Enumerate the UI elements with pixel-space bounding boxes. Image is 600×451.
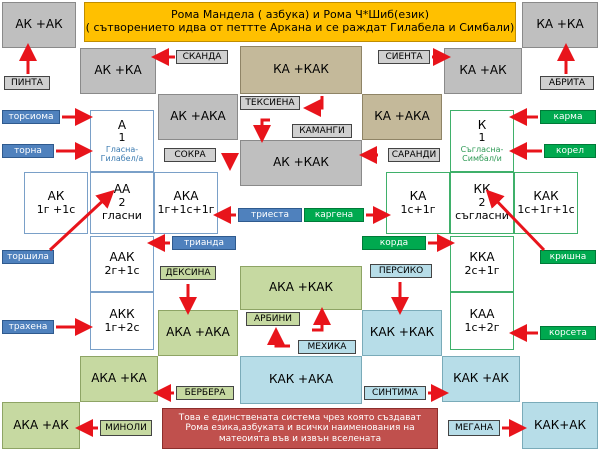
tag-sarandi: САРАНДИ — [388, 148, 440, 162]
arrow-torshila — [48, 189, 115, 252]
block-r6-left: АКА +АКА — [158, 310, 238, 356]
card-aka-letter: АКА — [173, 188, 199, 203]
card-kak: КАК 1с+1г+1с — [514, 172, 578, 234]
card-a-letter: А — [117, 117, 127, 132]
block-r1-mid: КА +КАК — [240, 46, 362, 94]
tag-arbini: АРБИНИ — [246, 312, 300, 326]
tag-sintima: СИНТИМА — [364, 386, 426, 400]
arrow-teksiena — [303, 96, 324, 117]
tag-mehika: МЕХИКА — [298, 340, 356, 354]
card-ak-letter: АК — [47, 188, 65, 203]
tag-torsioma: торсиома — [2, 110, 60, 124]
tag-minoli: МИНОЛИ — [100, 420, 152, 436]
card-kka: ККА 2с+1г — [450, 236, 514, 292]
card-kk-num: 2 — [478, 196, 486, 210]
block-r2-left: АК +АКА — [158, 94, 238, 140]
card-k-num: 1 — [478, 131, 486, 145]
block-r5-mid: АКА +КАК — [240, 266, 362, 310]
description-box: Това е единствената система чрез която с… — [162, 408, 438, 449]
block-r6-right: КАК +КАК — [362, 310, 442, 356]
card-kk-sub: съгласни — [455, 208, 509, 222]
tag-megana: МЕГАНА — [448, 420, 500, 436]
card-ka-val: 1с+1г — [400, 202, 436, 216]
tag-korseta: корсета — [540, 326, 596, 340]
tag-trianda: трианда — [172, 236, 236, 250]
block-top-left: АК +АК — [2, 2, 76, 48]
block-top-right: КА +КА — [522, 2, 598, 48]
card-akk-letter: АКК — [109, 306, 135, 321]
arrow-arbini — [312, 307, 331, 332]
card-aa-letter: АА — [113, 182, 131, 197]
card-aka: АКА 1г+1с+1г — [154, 172, 218, 234]
tag-sienta: СИЕНТА — [378, 50, 430, 64]
tag-kargena: каргена — [304, 208, 364, 222]
tag-triesta: триеста — [238, 208, 302, 222]
card-ak-val: 1г +1с — [36, 202, 76, 216]
arrow-mehika — [267, 327, 290, 348]
card-ka-letter: КА — [409, 188, 427, 203]
card-a-num: 1 — [118, 131, 126, 145]
arrow-kamangi — [253, 118, 271, 143]
card-aka-val: 1г+1с+1г — [157, 202, 215, 216]
card-aa-num: 2 — [118, 196, 126, 210]
card-kaa-val: 1с+2г — [464, 320, 500, 334]
tag-abrita: АБРИТА — [540, 76, 594, 90]
tag-deksina: ДЕКСИНА — [160, 266, 216, 280]
block-r1-right: КА +АК — [444, 48, 522, 94]
card-akk-val: 1г+2с — [104, 320, 140, 334]
card-k-sub: Съгласна-Симбал/и — [460, 145, 504, 164]
card-akk: АКК 1г+2с — [90, 292, 154, 350]
block-r1-left: АК +КА — [80, 48, 156, 94]
tag-skanda: СКАНДА — [176, 50, 228, 64]
block-r2-right: КА +АКА — [362, 94, 442, 140]
card-kka-letter: ККА — [469, 249, 495, 264]
card-aak-val: 2г+1с — [104, 263, 140, 277]
card-aak-letter: ААК — [109, 249, 135, 264]
tag-pinta: ПИНТА — [4, 76, 50, 90]
block-bottom-left: АКА +АК — [2, 402, 80, 449]
card-a-sub: Гласна-Гилабел/а — [100, 145, 144, 164]
tag-karma: карма — [540, 110, 596, 124]
tag-sokra: СОКРА — [164, 148, 216, 162]
page-title: Рома Мандела ( азбука) и Рома Ч*Шиб(език… — [84, 2, 516, 42]
tag-korel: корел — [544, 144, 596, 158]
tag-kamangi: КАМАНГИ — [292, 124, 352, 138]
card-ka: КА 1с+1г — [386, 172, 450, 234]
tag-krishna: кришна — [540, 250, 596, 264]
tag-persiko: ПЕРСИКО — [370, 264, 432, 278]
card-kaa: КАА 1с+2г — [450, 292, 514, 350]
tag-berbera: БЕРБЕРА — [176, 386, 234, 400]
block-r3-mid: АК +КАК — [240, 140, 362, 186]
card-kka-val: 2с+1г — [464, 263, 500, 277]
tag-torshila: торшила — [2, 250, 54, 264]
tag-teksiena: ТЕКСИЕНА — [240, 96, 300, 110]
card-a: А 1 Гласна-Гилабел/а — [90, 110, 154, 172]
card-k-letter: К — [477, 117, 487, 132]
card-kak-val: 1с+1г+1с — [517, 202, 575, 216]
tag-trahena: трахена — [2, 320, 54, 334]
card-kak-letter: КАК — [533, 188, 559, 203]
card-aak: ААК 2г+1с — [90, 236, 154, 292]
block-r7-right: КАК +АК — [442, 356, 520, 402]
tag-torna: торна — [2, 144, 54, 158]
tag-korda: корда — [362, 236, 426, 250]
block-r7-left: АКА +КА — [80, 356, 158, 402]
card-aa-sub: гласни — [102, 208, 142, 222]
card-k: К 1 Съгласна-Симбал/и — [450, 110, 514, 172]
card-kaa-letter: КАА — [469, 306, 495, 321]
arrow-krishna — [485, 189, 546, 252]
block-r7-mid: КАК +АКА — [240, 356, 362, 404]
